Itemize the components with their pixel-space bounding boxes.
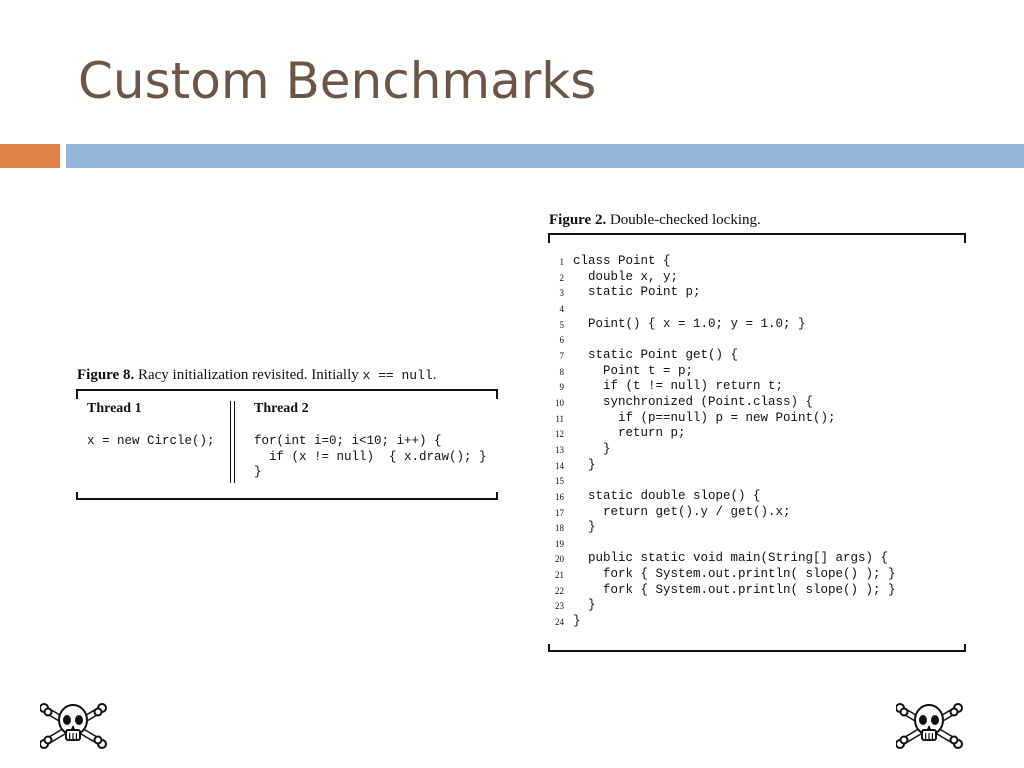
line-number: 22 — [555, 585, 564, 596]
line-number: 12 — [555, 429, 564, 440]
line-number: 19 — [555, 538, 564, 549]
line-code: } — [573, 441, 611, 456]
line-code: fork { System.out.println( slope() ); } — [573, 567, 896, 582]
code-line: 10 synchronized (Point.class) { — [548, 395, 966, 411]
figure2-label: Figure 2. — [549, 212, 607, 228]
code-line: 11 if (p==null) p = new Point(); — [548, 411, 966, 427]
line-number: 7 — [559, 350, 565, 361]
line-number: 21 — [555, 570, 564, 581]
slide-title: Custom Benchmarks — [78, 52, 597, 110]
line-code: return get().y / get().x; — [573, 504, 791, 519]
line-number: 1 — [559, 257, 565, 267]
figure8-caption-code: x == null — [362, 368, 433, 383]
line-code: if (p==null) p = new Point(); — [573, 410, 836, 425]
column-divider — [230, 401, 231, 483]
line-code: Point t = p; — [573, 363, 694, 378]
accent-bar-orange — [0, 144, 60, 168]
line-number: 20 — [555, 554, 564, 565]
line-number: 10 — [555, 397, 564, 408]
line-number: 11 — [555, 413, 564, 424]
thread1-header: Thread 1 — [87, 401, 142, 416]
code-line: 2 double x, y; — [548, 270, 966, 286]
code-line: 6 — [548, 332, 966, 348]
line-number: 14 — [555, 460, 564, 471]
code-line: 21 fork { System.out.println( slope() );… — [548, 567, 966, 583]
line-code: static Point p; — [573, 285, 701, 300]
code-line: 14 } — [548, 458, 966, 474]
line-code: } — [573, 457, 596, 472]
code-line: 17 return get().y / get().x; — [548, 505, 966, 521]
accent-bar-blue — [66, 144, 1024, 168]
line-number: 24 — [555, 617, 564, 628]
code-line: 9 if (t != null) return t; — [548, 379, 966, 395]
figure8-label: Figure 8. — [77, 367, 135, 383]
code-line: 16 static double slope() { — [548, 489, 966, 505]
line-number: 23 — [555, 601, 564, 612]
line-number: 17 — [555, 507, 564, 518]
code-line: 24} — [548, 614, 966, 630]
figure8-caption: Figure 8. Racy initialization revisited.… — [77, 367, 436, 384]
line-number: 5 — [559, 319, 565, 330]
code-line: 18 } — [548, 520, 966, 536]
line-code: class Point { — [573, 254, 671, 268]
line-number: 16 — [555, 491, 564, 502]
code-line: 3 static Point p; — [548, 285, 966, 301]
line-code: static Point get() { — [573, 347, 739, 362]
line-code: public static void main(String[] args) { — [573, 551, 889, 566]
line-code: } — [573, 598, 596, 613]
line-number: 3 — [559, 288, 565, 299]
code-line: 22 fork { System.out.println( slope() );… — [548, 583, 966, 599]
line-number: 15 — [555, 476, 564, 487]
line-code: } — [573, 520, 596, 535]
code-line: 13 } — [548, 442, 966, 458]
line-number: 8 — [559, 366, 565, 377]
figure8-caption-end: . — [432, 367, 437, 383]
thread2-code: for(int i=0; i<10; i++) { if (x != null)… — [254, 434, 487, 479]
line-code: Point() { x = 1.0; y = 1.0; } — [573, 316, 806, 331]
line-number: 2 — [559, 272, 565, 283]
line-code: static double slope() { — [573, 488, 761, 503]
line-code: double x, y; — [573, 269, 679, 284]
line-number: 9 — [559, 382, 565, 393]
line-code: return p; — [573, 426, 686, 441]
line-number: 18 — [555, 523, 564, 534]
code-line: 20 public static void main(String[] args… — [548, 551, 966, 567]
code-line: 12 return p; — [548, 426, 966, 442]
line-number: 4 — [559, 303, 565, 314]
code-line: 15 — [548, 473, 966, 489]
code-line: 5 Point() { x = 1.0; y = 1.0; } — [548, 317, 966, 333]
figure2-caption: Figure 2. Double-checked locking. — [549, 212, 761, 229]
column-divider — [234, 401, 235, 483]
figure8-caption-text: Racy initialization revisited. Initially — [137, 367, 359, 383]
skull-crossbones-icon — [896, 703, 963, 749]
line-number: 6 — [559, 335, 565, 346]
code-line: 4 — [548, 301, 966, 317]
line-code: synchronized (Point.class) { — [573, 394, 814, 409]
code-line: 23 } — [548, 598, 966, 614]
thread1-code: x = new Circle(); — [87, 434, 215, 448]
skull-crossbones-icon — [40, 703, 107, 749]
line-number: 13 — [555, 444, 564, 455]
thread2-header: Thread 2 — [254, 401, 309, 416]
figure2-caption-text: Double-checked locking. — [609, 212, 761, 228]
figure8-table: Thread 1 Thread 2 x = new Circle(); for(… — [76, 389, 498, 500]
line-code: fork { System.out.println( slope() ); } — [573, 582, 896, 597]
line-code: if (t != null) return t; — [573, 379, 784, 394]
line-code: } — [573, 614, 581, 629]
code-line: 8 Point t = p; — [548, 364, 966, 380]
code-line: 7 static Point get() { — [548, 348, 966, 364]
code-line: 19 — [548, 536, 966, 552]
code-line: 1 class Point { — [548, 254, 966, 270]
